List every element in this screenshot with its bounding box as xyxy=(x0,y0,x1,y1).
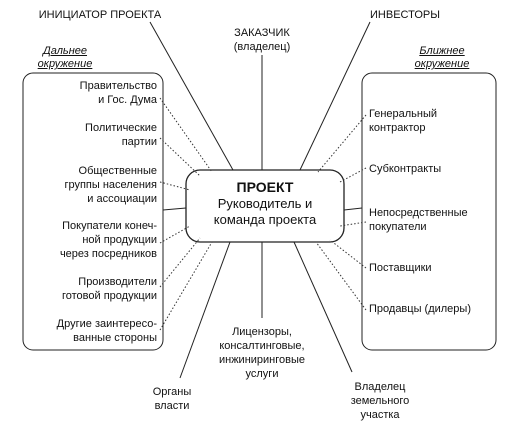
near-item-suppliers: Поставщики xyxy=(369,262,432,274)
customer-label-line1: ЗАКАЗЧИК xyxy=(234,27,290,39)
near-heading-line1: Ближнее xyxy=(419,45,465,57)
dotted-government xyxy=(159,97,213,173)
dotted-subcontracts xyxy=(339,167,367,183)
project-center: ПРОЕКТ Руководитель и команда проекта xyxy=(186,170,344,242)
dotted-end-buyers xyxy=(159,225,191,244)
far-heading-line2: окружение xyxy=(37,58,93,70)
line-far-box xyxy=(162,207,187,211)
far-item-other-parties: Другие заинтересо-ванные стороны xyxy=(56,318,157,344)
near-item-dealers: Продавцы (дилеры) xyxy=(369,303,471,315)
line-initiator xyxy=(149,21,234,171)
dotted-parties xyxy=(159,137,201,177)
line-land-owner xyxy=(293,241,353,373)
line-authorities xyxy=(179,241,231,379)
dotted-dealers xyxy=(315,241,367,311)
near-item-subcontracts: Субконтракты xyxy=(369,163,442,175)
dotted-other-parties xyxy=(159,241,213,331)
dotted-general-contractor xyxy=(317,114,367,173)
dotted-direct-buyers xyxy=(339,221,367,227)
near-environment-box xyxy=(361,72,497,351)
line-investors xyxy=(299,21,371,171)
project-title: ПРОЕКТ xyxy=(236,179,294,195)
far-heading-line1: Дальнее xyxy=(42,45,88,57)
investors-label: ИНВЕСТОРЫ xyxy=(370,9,440,21)
project-subtitle-line2: команда проекта xyxy=(213,212,317,227)
far-environment-box xyxy=(22,72,164,351)
dotted-producers xyxy=(159,237,201,288)
line-near-box xyxy=(343,207,363,211)
dotted-public-groups xyxy=(159,181,191,191)
customer-label-line2: (владелец) xyxy=(233,41,291,53)
initiator-label: ИНИЦИАТОР ПРОЕКТА xyxy=(38,9,162,21)
project-box xyxy=(185,169,345,243)
project-subtitle-line1: Руководитель и xyxy=(217,196,313,211)
near-heading-line2: окружение xyxy=(414,58,470,70)
dotted-suppliers xyxy=(329,239,367,269)
